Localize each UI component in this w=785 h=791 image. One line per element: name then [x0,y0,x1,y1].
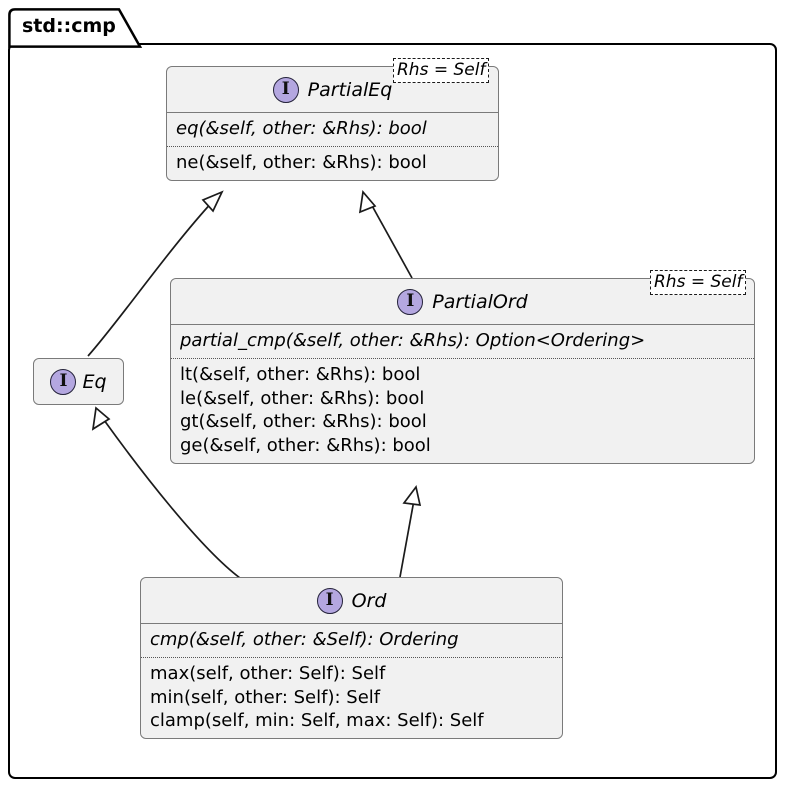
member-row: min(self, other: Self): Self [150,686,381,708]
template-parameter-partialeq: Rhs = Self [393,58,490,84]
abstract-members-partialeq: eq(&self, other: &Rhs): bool [167,113,498,147]
members-partialeq: ne(&self, other: &Rhs): bool [167,146,498,180]
class-header-eq: I Eq [34,359,123,404]
class-name: Eq [82,370,107,393]
class-name: Ord [351,589,387,612]
class-box-partialeq[interactable]: I PartialEq eq(&self, other: &Rhs): bool… [166,66,499,181]
package-tab: std::cmp [8,8,143,48]
member-row: max(self, other: Self): Self [150,662,386,684]
interface-icon: I [50,368,77,395]
class-name: PartialEq [307,78,393,101]
member-row: le(&self, other: &Rhs): bool [180,387,425,409]
package-name: std::cmp [22,15,116,37]
class-name: PartialOrd [432,290,528,313]
member-row: ge(&self, other: &Rhs): bool [180,435,431,456]
members-partialord: lt(&self, other: &Rhs): bool le(&self, o… [171,358,754,463]
member-row: eq(&self, other: &Rhs): bool [176,118,427,139]
member-row: ne(&self, other: &Rhs): bool [176,151,427,173]
class-box-ord[interactable]: I Ord cmp(&self, other: &Self): Ordering… [140,577,563,739]
members-ord: max(self, other: Self): Self min(self, o… [141,657,562,738]
abstract-members-ord: cmp(&self, other: &Self): Ordering [141,624,562,658]
class-box-eq[interactable]: I Eq [33,358,124,405]
member-row: partial_cmp(&self, other: &Rhs): Option<… [180,330,646,351]
member-row: cmp(&self, other: &Self): Ordering [150,629,459,650]
abstract-members-partialord: partial_cmp(&self, other: &Rhs): Option<… [171,325,754,359]
member-row: gt(&self, other: &Rhs): bool [180,411,427,433]
interface-icon: I [272,76,299,103]
member-row: lt(&self, other: &Rhs): bool [180,363,421,385]
member-row: clamp(self, min: Self, max: Self): Self [150,710,484,732]
interface-icon: I [397,288,424,315]
class-box-partialord[interactable]: I PartialOrd partial_cmp(&self, other: &… [170,278,755,464]
class-header-ord: I Ord [141,578,562,624]
interface-icon: I [316,587,343,614]
template-parameter-partialord: Rhs = Self [650,270,747,296]
